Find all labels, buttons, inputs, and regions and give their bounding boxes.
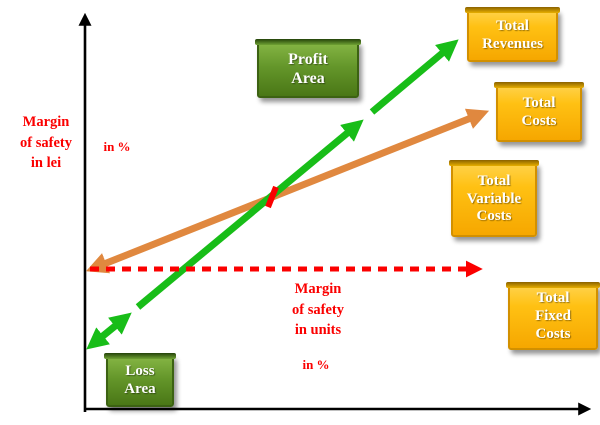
total-costs-line (85, 108, 490, 274)
margin-of-safety-units-pct-label: in % (302, 357, 330, 372)
total-fixed-costs-box: Total Fixed Costs (506, 282, 600, 350)
total-revenues-label: Total Revenues (482, 17, 543, 52)
total-revenues-line-segment (86, 312, 132, 350)
total-fixed-costs-label: Total Fixed Costs (535, 290, 571, 342)
total-variable-costs-label: Total Variable Costs (466, 172, 522, 225)
total-revenues-line-segment (135, 119, 364, 310)
total-revenues-box: Total Revenues (465, 7, 560, 62)
total-variable-costs-box: Total Variable Costs (449, 160, 539, 237)
margin-of-safety-lei-pct-label: in % (103, 139, 131, 154)
margin-of-safety-units-label: Margin of safety in units (292, 281, 344, 339)
break-even-point-tick (265, 185, 279, 209)
total-revenues-line-segment (369, 39, 459, 115)
total-costs-box: Total Costs (494, 82, 584, 142)
profit-area-label: Profit Area (288, 50, 328, 87)
profit-area-box: Profit Area (255, 39, 361, 98)
margin-of-safety-lei-label: Margin of safety in lei (20, 114, 72, 172)
total-costs-label: Total Costs (521, 95, 557, 129)
loss-area-label: Loss Area (124, 363, 156, 397)
loss-area-box: Loss Area (104, 353, 176, 407)
